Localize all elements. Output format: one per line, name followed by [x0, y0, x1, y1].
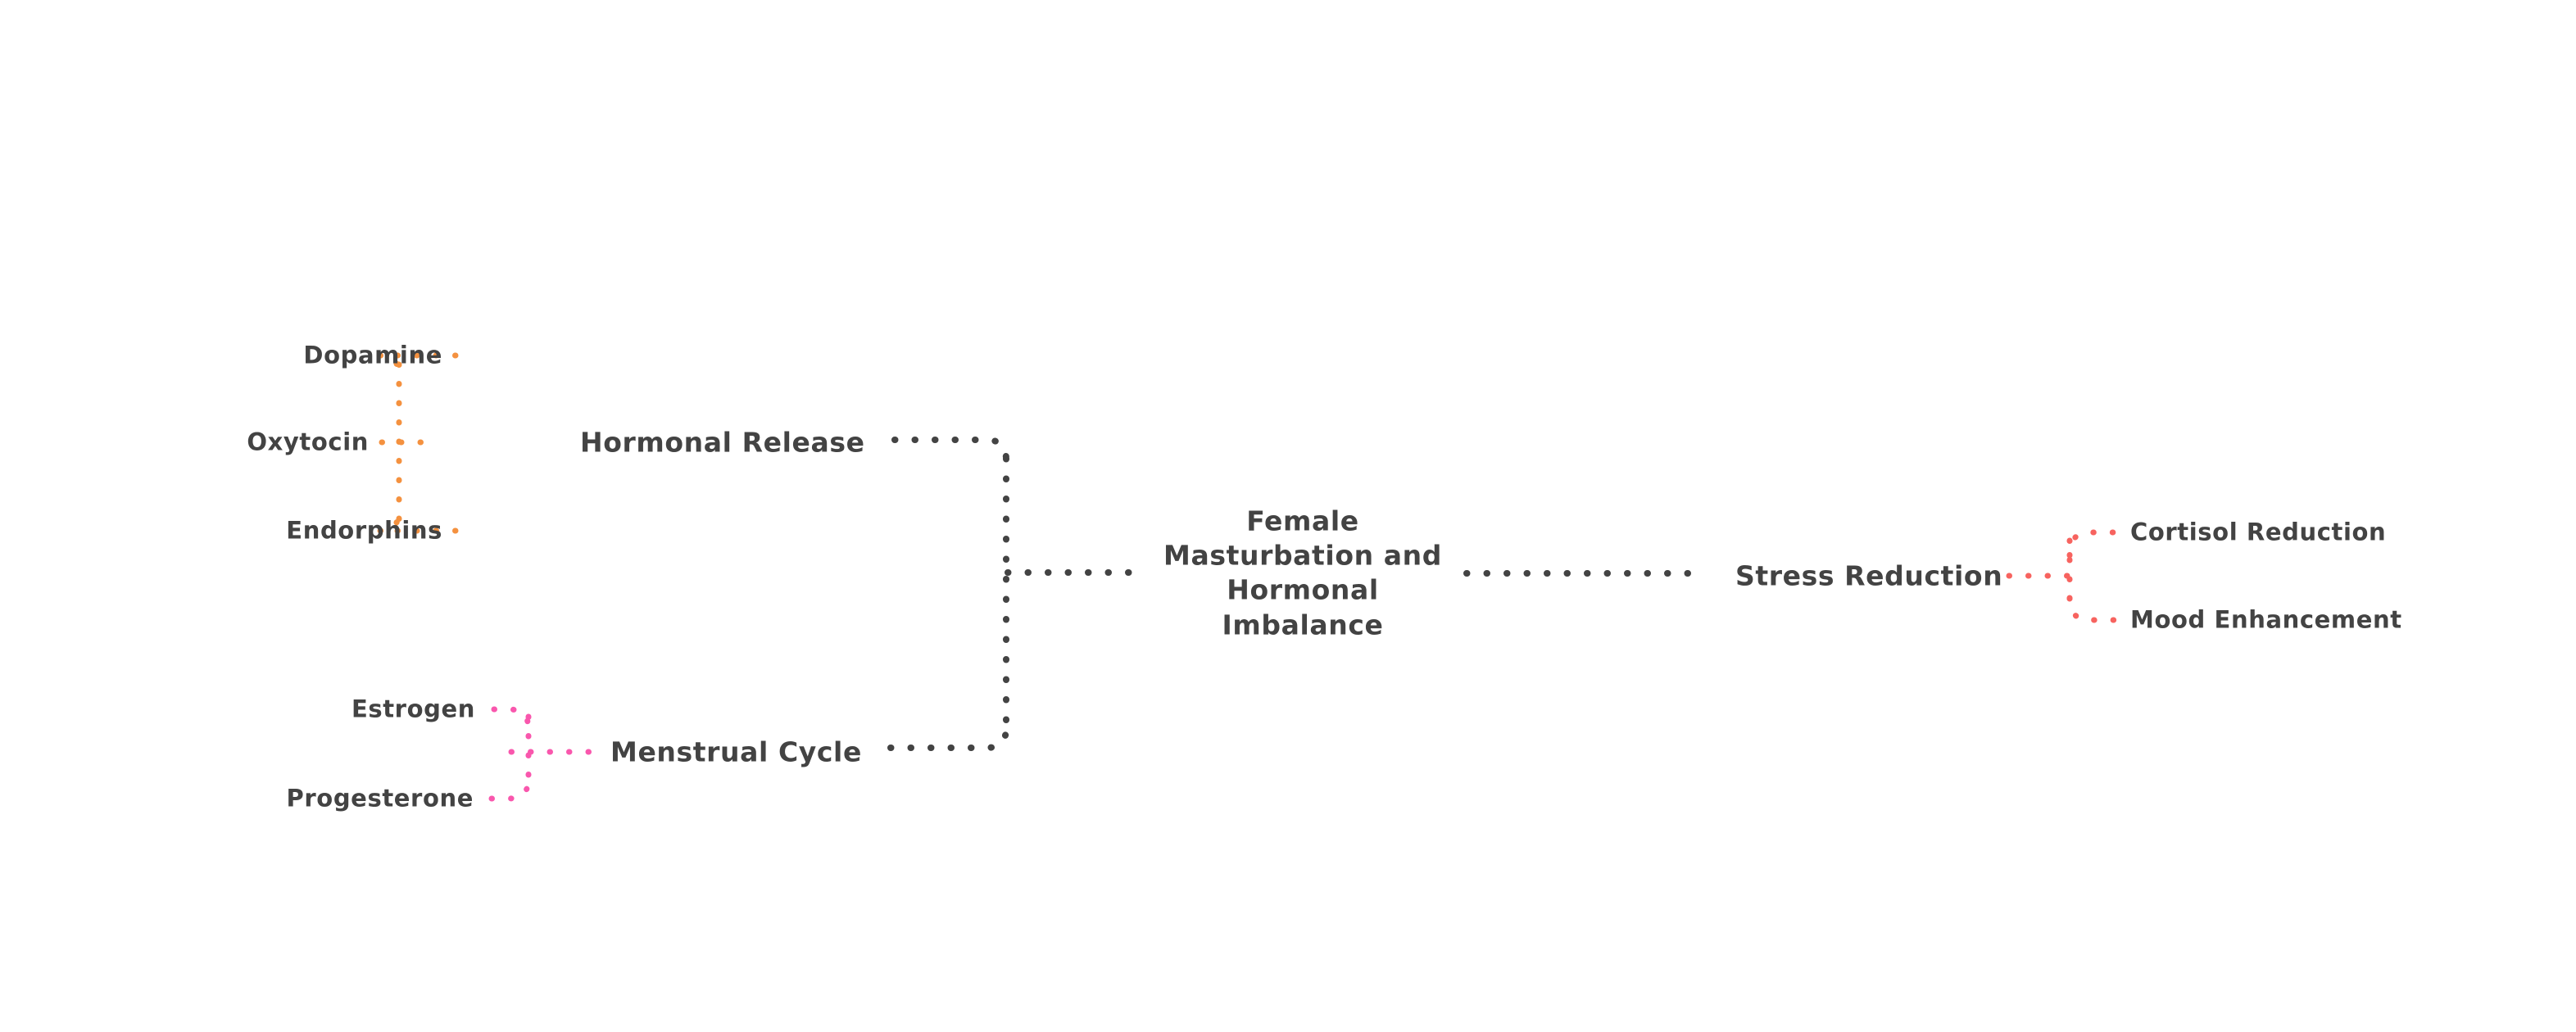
connector-group-root-left [887, 437, 1142, 751]
connector-group-hormonal-release [379, 352, 459, 534]
connector-estrogen [491, 706, 532, 732]
root-line-1: Female [1246, 505, 1359, 537]
leaf-oxytocin[interactable]: Oxytocin [247, 428, 369, 456]
leaf-dopamine[interactable]: Dopamine [303, 341, 442, 369]
root-line-3: Hormonal [1227, 574, 1379, 606]
leaf-mood-enhancement[interactable]: Mood Enhancement [2130, 605, 2402, 634]
leaf-progesterone[interactable]: Progesterone [286, 784, 474, 812]
connector-cortisol-reduction [2066, 529, 2129, 559]
root-line-4: Imbalance [1222, 609, 1384, 641]
leaf-endorphins[interactable]: Endorphins [286, 516, 442, 545]
connector-group-menstrual-cycle [488, 706, 593, 802]
connector-group-stress-reduction [2006, 529, 2129, 623]
connector-progesterone [488, 776, 532, 802]
connector-root-menstrual-cycle [887, 725, 1009, 751]
root-node[interactable]: Female Masturbation and Hormonal Imbalan… [1139, 505, 1467, 643]
leaf-cortisol-reduction[interactable]: Cortisol Reduction [2130, 518, 2387, 546]
branch-stress-reduction[interactable]: Stress Reduction [1735, 559, 2003, 592]
leaf-estrogen[interactable]: Estrogen [351, 695, 475, 723]
branch-menstrual-cycle[interactable]: Menstrual Cycle [610, 736, 862, 768]
branch-hormonal-release[interactable]: Hormonal Release [580, 426, 865, 459]
connector-mood-enhancement [2066, 595, 2129, 623]
root-line-2: Masturbation and [1163, 539, 1442, 572]
connector-root-hormonal-release [891, 437, 1009, 463]
